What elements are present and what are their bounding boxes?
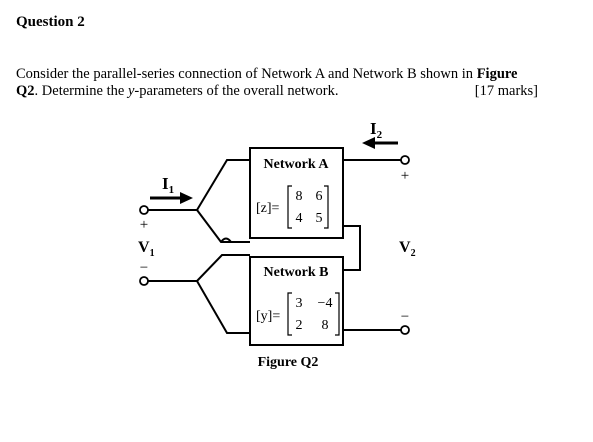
network-a-param-label: [z]= [256,201,280,216]
port2-plus-terminal [400,155,410,165]
i1-label: I1 [162,174,174,196]
network-a-z12: 6 [316,189,323,204]
wire-crossing-hump [220,237,232,243]
question-text-part2: . Determine the [34,83,128,99]
port2-minus-sign: − [401,309,409,325]
network-a-box [249,147,344,239]
network-b-y11: 3 [296,296,303,311]
port1-bottom-wire [196,280,250,334]
network-b-title: Network B [264,265,329,280]
network-b-y22: 8 [322,318,329,333]
v1-label: V1 [138,239,155,259]
network-b-box [249,256,344,346]
network-b-param-label: [y]= [256,309,280,324]
question-text-part3: -parameters of the overall network. [134,83,339,99]
port1-a-bottom-wire [196,209,250,243]
port1-minus-terminal [139,276,149,286]
y-italic: y [127,83,135,99]
port2-plus-sign: + [401,168,409,184]
network-a-title: Network A [264,157,330,172]
circuit-wires [148,147,401,346]
question-heading: Question 2 [16,14,85,30]
current-arrows [150,137,398,204]
port1-plus-sign: + [140,217,148,233]
figure-ref: Q2 [16,83,35,99]
i2-arrow-head [362,137,375,149]
network-a-z21: 4 [296,211,303,226]
network-a-z22: 5 [316,211,323,226]
terminals [139,155,410,335]
i1-arrow-head [180,192,193,204]
figure-caption: Figure Q2 [258,355,319,370]
port1-plus-terminal [139,205,149,215]
network-a-matrix-brackets [287,185,329,229]
figure-word: Figure [476,66,518,82]
network-b-matrix-brackets [287,292,340,336]
marks-label: [17 marks] [474,83,538,99]
question-text: Consider the parallel-series connection … [16,66,538,100]
series-link-wire [343,225,361,271]
port1-top-wire [148,159,250,211]
question-text-part1: Consider the parallel-series connection … [16,66,477,82]
port1-b-top-wire [148,254,250,282]
network-b-y12: −4 [318,296,333,311]
v2-label: V2 [399,239,416,259]
port1-minus-sign: − [140,260,148,276]
network-a-z11: 8 [296,189,303,204]
port2-minus-terminal [400,325,410,335]
network-b-y21: 2 [296,318,303,333]
i2-label: I2 [370,119,383,141]
